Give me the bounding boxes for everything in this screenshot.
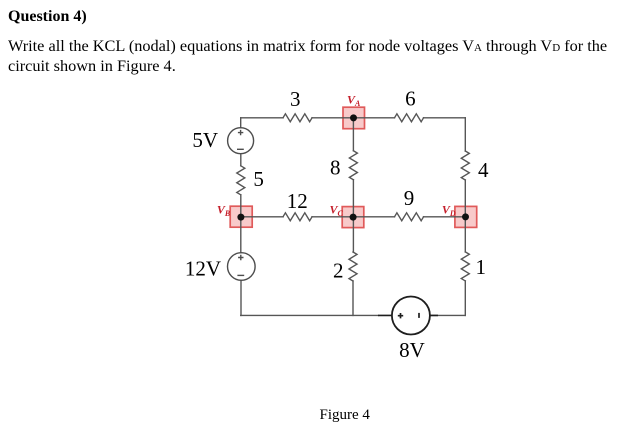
svg-text:12: 12 xyxy=(287,189,308,213)
svg-text:12V: 12V xyxy=(185,257,221,281)
svg-text:4: 4 xyxy=(478,158,489,182)
svg-text:5: 5 xyxy=(253,167,264,191)
svg-text:VA: VA xyxy=(347,92,361,108)
svg-text:2: 2 xyxy=(333,259,344,283)
svg-text:VB: VB xyxy=(217,203,231,219)
svg-text:VD: VD xyxy=(442,203,456,219)
svg-text:9: 9 xyxy=(404,186,415,210)
svg-text:8: 8 xyxy=(330,156,341,180)
svg-text:1: 1 xyxy=(475,255,486,279)
svg-text:6: 6 xyxy=(405,86,416,110)
svg-text:5V: 5V xyxy=(192,128,218,152)
svg-text:VC: VC xyxy=(330,203,344,219)
svg-text:3: 3 xyxy=(290,87,301,111)
svg-text:8V: 8V xyxy=(399,338,425,362)
